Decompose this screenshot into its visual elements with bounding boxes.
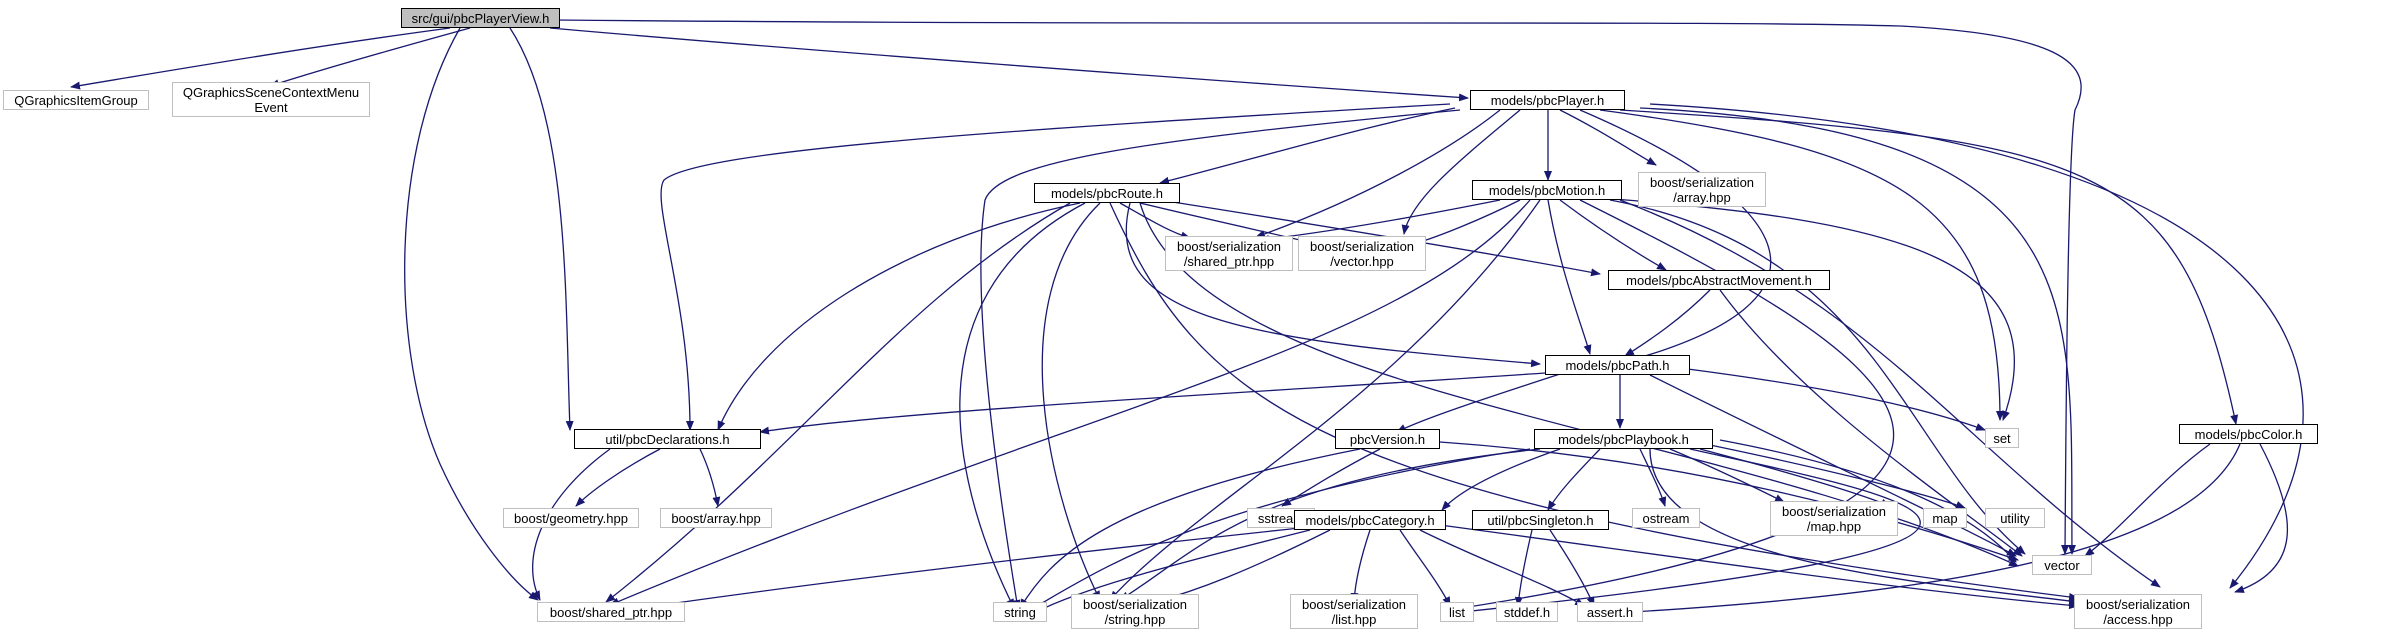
edge-player-color: [1619, 109, 2239, 425]
node-boost-shared-ptr[interactable]: boost/shared_ptr.hpp: [537, 602, 685, 622]
node-models-pbccategory[interactable]: models/pbcCategory.h: [1294, 510, 1446, 530]
edge-motion-bsshptr: [1259, 199, 1501, 243]
edge-motion-bshptr: [609, 199, 1531, 606]
edge-route-bsvector: [1139, 202, 1309, 244]
edge-motion-absmove: [1559, 199, 1667, 271]
edge-player-set: [1599, 109, 2004, 421]
node-boost-serialization-list[interactable]: boost/serialization /list.hpp: [1290, 594, 1418, 629]
node-boost-geometry[interactable]: boost/geometry.hpp: [503, 508, 639, 528]
node-models-pbccolor[interactable]: models/pbcColor.h: [2179, 424, 2318, 444]
edge-playbook-bsmap: [1669, 448, 1785, 503]
node-boost-serialization-access[interactable]: boost/serialization /access.hpp: [2074, 594, 2202, 629]
edge-playbook-utility: [1709, 444, 1966, 509]
node-boost-serialization-array[interactable]: boost/serialization /array.hpp: [1638, 172, 1766, 207]
edge-motion-list: [1461, 199, 1895, 611]
node-qgraphicsitemgroup[interactable]: QGraphicsItemGroup: [3, 90, 149, 110]
edge-playbook-list: [1461, 448, 1921, 616]
edge-playbook-string: [1029, 448, 1531, 611]
edge-route-decl: [717, 202, 1081, 431]
node-stddef[interactable]: stddef.h: [1496, 602, 1558, 622]
edge-player-route: [1159, 107, 1456, 185]
edge-color-bsaccess: [2234, 443, 2288, 593]
node-models-pbcplaybook[interactable]: models/pbcPlaybook.h: [1534, 429, 1713, 449]
node-vector[interactable]: vector: [2032, 555, 2092, 575]
edge-player-path: [1579, 109, 1772, 366]
edge-player-vector: [1639, 107, 2076, 555]
edge-motion-bsstring: [1109, 199, 1541, 601]
edge-category-string: [1035, 529, 1311, 613]
edge-player-decl: [660, 103, 1451, 431]
edge-path-decl: [759, 372, 1546, 435]
edge-route-bshptr: [605, 202, 1071, 603]
edge-playbook-vector: [1719, 439, 2017, 563]
edge-route-bsshptr: [1119, 202, 1191, 240]
edge-playbook-bsaccess: [1649, 448, 2079, 605]
edge-category-bsaccess: [1439, 524, 2079, 610]
node-string[interactable]: string: [993, 602, 1047, 622]
edge-decl-bshptr: [532, 448, 611, 601]
edge-player-bsvector: [1401, 109, 1521, 235]
edge-player-bsshptr: [1255, 109, 1501, 238]
node-boost-serialization-map[interactable]: boost/serialization /map.hpp: [1770, 501, 1898, 536]
edge-version-string: [1019, 448, 1361, 609]
node-boost-array[interactable]: boost/array.hpp: [660, 508, 772, 528]
node-boost-serialization-string[interactable]: boost/serialization /string.hpp: [1071, 594, 1199, 629]
node-assert[interactable]: assert.h: [1577, 602, 1643, 622]
node-pbcversion[interactable]: pbcVersion.h: [1335, 429, 1440, 449]
node-models-pbcabstractmovement[interactable]: models/pbcAbstractMovement.h: [1608, 270, 1830, 290]
edge-root-vector: [554, 19, 2082, 555]
node-util-pbcsingleton[interactable]: util/pbcSingleton.h: [1472, 510, 1609, 530]
edge-absmove-path: [1624, 289, 1711, 357]
edge-motion-vector: [1609, 199, 2026, 555]
edge-root-decl: [509, 27, 574, 431]
edge-route-string: [959, 202, 1086, 609]
edge-root-qgig: [70, 27, 451, 90]
node-root-pbcplayerview[interactable]: src/gui/pbcPlayerView.h: [401, 8, 560, 28]
edge-singleton-assert: [1549, 529, 1595, 607]
node-set[interactable]: set: [1985, 428, 2019, 448]
node-map[interactable]: map: [1923, 508, 1967, 528]
edge-playbook-ostream: [1639, 448, 1667, 507]
edge-player-bsaccess: [1649, 103, 2304, 589]
edge-route-path: [1125, 202, 1541, 368]
node-util-pbcdeclarations[interactable]: util/pbcDeclarations.h: [574, 429, 761, 449]
edge-root-qgscme: [269, 27, 471, 88]
edge-motion-path: [1547, 199, 1592, 355]
edge-route-bsstring: [1041, 202, 1101, 601]
edge-player-bsarray: [1559, 109, 1657, 166]
node-models-pbcroute[interactable]: models/pbcRoute.h: [1034, 183, 1180, 203]
edge-version-vector: [1439, 441, 2019, 561]
node-list[interactable]: list: [1440, 602, 1474, 622]
edge-playbook-singleton: [1547, 448, 1601, 511]
edge-motion-bsaccess: [1619, 199, 2161, 588]
edge-absmove-vector: [1719, 289, 2023, 557]
edge-category-assert: [1419, 529, 1585, 607]
edge-path-set: [1679, 367, 1986, 431]
edge-singleton-stddef: [1514, 529, 1533, 607]
edge-motion-set: [1599, 197, 2015, 421]
edge-category-bslist: [1350, 529, 1371, 603]
node-models-pbcpath[interactable]: models/pbcPath.h: [1545, 355, 1690, 375]
edge-path-version: [1396, 373, 1561, 433]
edge-playbook-map: [1699, 448, 1891, 507]
edge-playbook-category: [1441, 448, 1561, 511]
edge-color-vector: [2084, 443, 2211, 557]
edge-player-string: [980, 109, 1461, 610]
node-qgraphicsscenecontextmenuevent[interactable]: QGraphicsSceneContextMenu Event: [172, 82, 370, 117]
node-models-pbcplayer[interactable]: models/pbcPlayer.h: [1470, 90, 1625, 110]
edge-decl-barray: [699, 448, 721, 507]
node-boost-serialization-shared-ptr[interactable]: boost/serialization /shared_ptr.hpp: [1165, 236, 1293, 271]
node-ostream[interactable]: ostream: [1632, 508, 1700, 528]
edge-root-bshptr: [404, 27, 539, 601]
edge-color-assert: [1631, 443, 2241, 616]
node-boost-serialization-vector[interactable]: boost/serialization /vector.hpp: [1298, 236, 1426, 271]
edge-root-player: [549, 27, 1469, 102]
node-utility[interactable]: utility: [1985, 508, 2045, 528]
edge-category-list: [1399, 529, 1451, 607]
edge-decl-geometry: [575, 448, 661, 507]
node-models-pbcmotion[interactable]: models/pbcMotion.h: [1472, 180, 1622, 200]
